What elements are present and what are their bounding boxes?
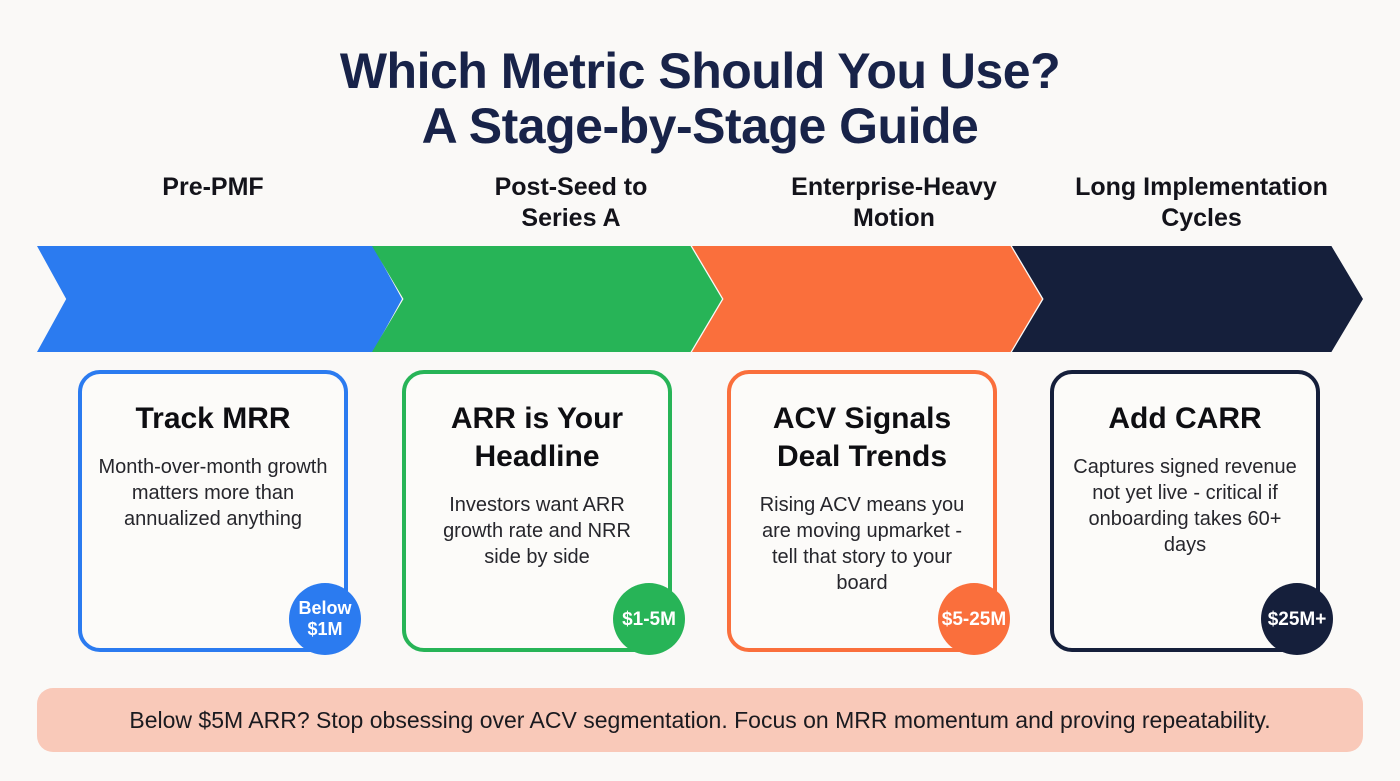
badge-line-1: $1-5M [622, 608, 676, 630]
stage-label-post-seed: Post-Seed to Series A [378, 172, 764, 234]
badge-line-1: $25M+ [1267, 608, 1327, 630]
metric-card-track-mrr: Track MRR Month-over-month growth matter… [78, 370, 348, 652]
card-title-line-2: Deal Trends [776, 440, 948, 473]
revenue-badge-below-1m: Below $1M [289, 583, 361, 655]
page-title-line-2: A Stage-by-Stage Guide [421, 98, 979, 154]
stage-label-pre-pmf: Pre-PMF [37, 172, 389, 203]
badge-line-2: $1M [307, 619, 343, 639]
card-body: Investors want ARR growth rate and NRR s… [443, 494, 631, 568]
revenue-badge-5-25m: $5-25M [938, 583, 1010, 655]
card-body: Captures signed revenue not yet live - c… [1073, 456, 1297, 556]
revenue-badge-1-5m: $1-5M [613, 583, 685, 655]
card-title-line-1: ARR is Your [450, 402, 624, 435]
page-title: Which Metric Should You Use? A Stage-by-… [0, 44, 1400, 154]
stage-label-line-1: Pre-PMF [162, 173, 264, 201]
card-title: ACV Signals Deal Trends [747, 400, 977, 476]
stage-label-row: Pre-PMF Post-Seed to Series A Enterprise… [37, 172, 1363, 242]
stage-chevron-band [0, 246, 1400, 356]
chevron-arrow-stage-2 [372, 246, 722, 352]
card-title-line-1: ACV Signals [772, 402, 952, 435]
stage-label-line-1: Enterprise-Heavy [791, 173, 997, 201]
card-body: Month-over-month growth matters more tha… [98, 456, 328, 530]
card-title-line-2: Headline [474, 440, 600, 473]
stage-label-line-1: Post-Seed to [494, 173, 648, 201]
stage-label-long-implementation: Long Implementation Cycles [1040, 172, 1363, 234]
chevron-arrow-stage-4 [1012, 246, 1363, 352]
stage-label-line-1: Long Implementation [1075, 173, 1328, 201]
chevron-arrow-stage-1 [37, 246, 402, 352]
card-title: ARR is Your Headline [422, 400, 652, 476]
card-title: Add CARR [1070, 400, 1300, 438]
page-title-line-1: Which Metric Should You Use? [339, 43, 1061, 99]
stage-label-line-2: Cycles [1161, 204, 1242, 232]
bottom-callout-text: Below $5M ARR? Stop obsessing over ACV s… [129, 707, 1271, 733]
bottom-callout-banner: Below $5M ARR? Stop obsessing over ACV s… [37, 688, 1363, 752]
badge-line-1: Below [298, 598, 352, 618]
metric-card-row: Track MRR Month-over-month growth matter… [0, 370, 1400, 660]
metric-card-arr-headline: ARR is Your Headline Investors want ARR … [402, 370, 672, 652]
stage-label-line-2: Motion [853, 204, 935, 232]
badge-line-1: $5-25M [941, 608, 1007, 630]
card-title: Track MRR [98, 400, 328, 438]
card-body: Rising ACV means you are moving upmarket… [759, 494, 965, 594]
chevron-arrow-stage-3 [692, 246, 1042, 352]
card-title-line-1: Add CARR [1108, 402, 1262, 435]
stage-label-line-2: Series A [521, 204, 621, 232]
revenue-badge-25m-plus: $25M+ [1261, 583, 1333, 655]
stage-label-enterprise-heavy: Enterprise-Heavy Motion [727, 172, 1061, 234]
card-title-line-1: Track MRR [135, 402, 291, 435]
